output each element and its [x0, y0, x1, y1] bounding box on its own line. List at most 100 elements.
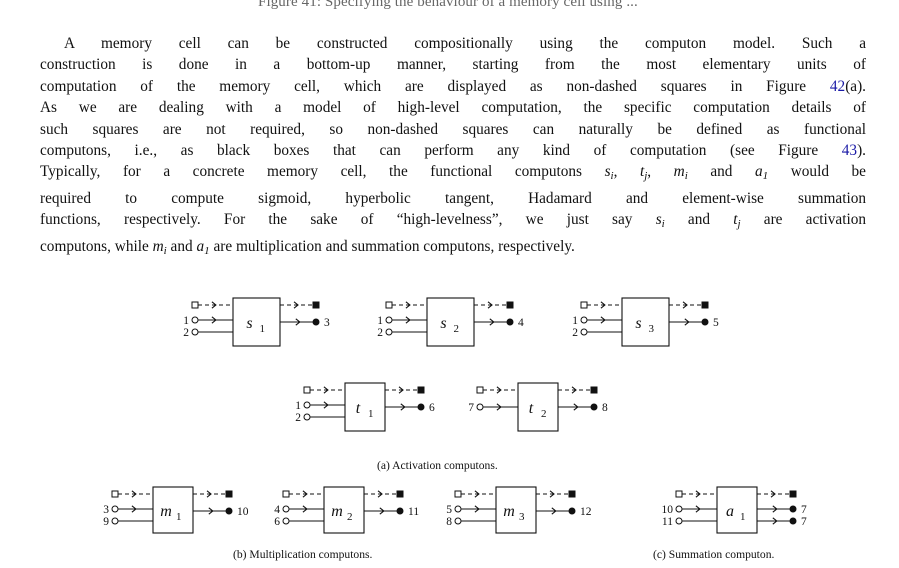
output-label: 7 — [801, 516, 807, 528]
arrow-head — [377, 490, 383, 498]
arrow-head — [405, 316, 411, 324]
math-subscript: j — [737, 218, 741, 231]
computon-subscript: 2 — [347, 511, 353, 523]
output-port — [417, 403, 425, 411]
control-in-square — [476, 386, 484, 394]
arrow-head — [684, 318, 690, 326]
text-segment: required to compute sigmoid, hyperbolic … — [40, 189, 866, 207]
output-port — [225, 507, 233, 515]
input-port — [282, 517, 290, 525]
arrow-head — [573, 403, 579, 411]
arrow-head — [208, 507, 214, 515]
paragraph-line: computons, while mi and a1 are multiplic… — [40, 236, 866, 262]
output-port — [590, 403, 598, 411]
computon-box — [495, 486, 537, 534]
control-out-square — [568, 490, 576, 498]
control-in-square — [111, 490, 119, 498]
text-segment: , m — [647, 163, 685, 181]
text-segment: such squares are not required, so non-da… — [40, 120, 866, 138]
input-label: 9 — [103, 516, 109, 528]
input-port — [303, 401, 311, 409]
math-subscript: i — [661, 218, 665, 231]
text-segment: computons, i.e., as black boxes that can… — [40, 142, 842, 160]
output-label: 3 — [324, 317, 330, 329]
input-label: 1 — [377, 315, 383, 327]
control-in-square — [454, 490, 462, 498]
text-segment: and t — [664, 211, 738, 229]
computon-subscript: 1 — [740, 511, 746, 523]
input-label: 2 — [377, 327, 383, 339]
text-segment: functions, respectively. For the sake of… — [40, 211, 662, 229]
arrow-head — [551, 507, 557, 515]
computon-letter: m — [160, 503, 172, 520]
arrow-head — [295, 318, 301, 326]
input-port — [675, 505, 683, 513]
computon-letter: t — [529, 400, 534, 417]
computon-box — [716, 486, 758, 534]
arrow-head — [400, 403, 406, 411]
input-label: 2 — [295, 412, 301, 424]
control-out-square — [417, 386, 425, 394]
control-out-square — [789, 490, 797, 498]
output-label: 5 — [713, 317, 719, 329]
input-port — [454, 517, 462, 525]
computon-box — [152, 486, 194, 534]
arrow-head — [496, 403, 502, 411]
input-port — [282, 505, 290, 513]
arrow-head — [323, 386, 329, 394]
computon-letter: a — [726, 503, 734, 520]
text-segment: (a). — [845, 77, 866, 95]
paragraph-line: such squares are not required, so non-da… — [40, 119, 866, 140]
arrow-head — [571, 386, 577, 394]
arrow-head — [398, 386, 404, 394]
computon-letter: s — [246, 315, 252, 332]
control-in-square — [191, 301, 199, 309]
paragraph-line: required to compute sigmoid, hyperbolic … — [40, 188, 866, 209]
input-label: 8 — [446, 516, 452, 528]
control-out-square — [506, 301, 514, 309]
output-label: 8 — [602, 402, 608, 414]
input-port — [675, 517, 683, 525]
computon-subscript: 1 — [260, 323, 266, 335]
arrow-head — [489, 318, 495, 326]
text-segment: construction is done in a bottom-up mann… — [40, 56, 866, 74]
arrow-head — [682, 301, 688, 309]
figure-ref-link[interactable]: 43 — [841, 142, 858, 160]
arrow-head — [131, 490, 137, 498]
computon-box — [323, 486, 365, 534]
input-label: 1 — [572, 315, 578, 327]
computon-subscript: 1 — [176, 511, 182, 523]
computon-letter: s — [635, 315, 641, 332]
arrow-head — [772, 505, 778, 513]
input-label: 7 — [468, 402, 474, 414]
output-label: 11 — [408, 506, 419, 518]
caption-summation: (c) Summation computon. — [653, 548, 775, 561]
arrow-head — [211, 316, 217, 324]
paragraph-line: functions, respectively. For the sake of… — [40, 209, 866, 235]
input-label: 6 — [274, 516, 280, 528]
output-port — [789, 505, 797, 513]
paragraph-line: construction is done in a bottom-up mann… — [40, 54, 866, 75]
arrow-head — [302, 505, 308, 513]
math-subscript: 1 — [204, 244, 210, 257]
control-out-square — [312, 301, 320, 309]
control-out-square — [396, 490, 404, 498]
control-out-square — [225, 490, 233, 498]
input-label: 3 — [103, 504, 109, 516]
arrow-head — [695, 490, 701, 498]
input-label: 11 — [662, 516, 673, 528]
computon-subscript: 3 — [649, 323, 655, 335]
control-out-square — [701, 301, 709, 309]
output-label: 4 — [518, 317, 524, 329]
arrow-head — [302, 490, 308, 498]
input-port — [454, 505, 462, 513]
input-label: 2 — [183, 327, 189, 339]
paragraph-line: computons, i.e., as black boxes that can… — [40, 140, 866, 161]
input-port — [580, 316, 588, 324]
figure-ref-link[interactable]: 42 — [829, 77, 846, 95]
arrow-head — [600, 301, 606, 309]
header-fragment: Figure 41: Specifying the behaviour of a… — [258, 0, 638, 10]
text-segment: are multiplication and summation computo… — [209, 237, 575, 255]
body-paragraph: A memory cell can be constructed composi… — [40, 33, 866, 262]
